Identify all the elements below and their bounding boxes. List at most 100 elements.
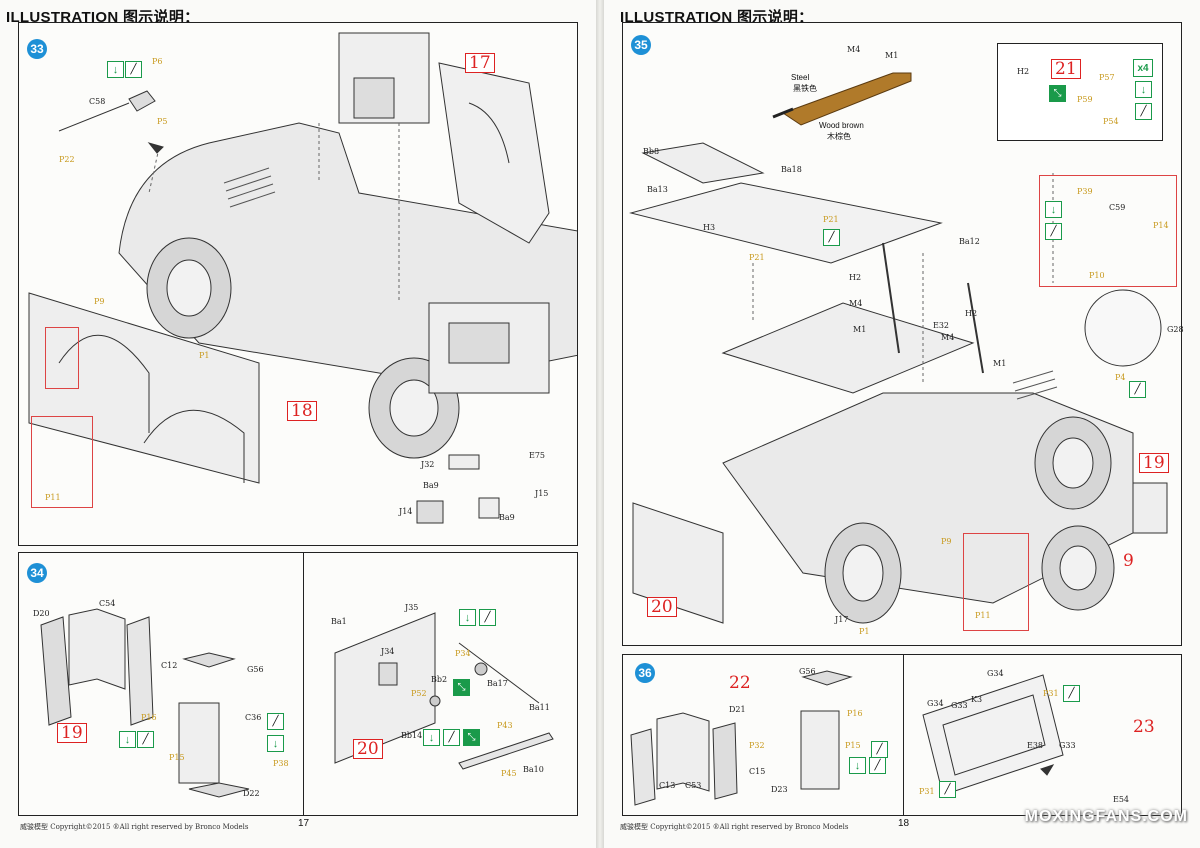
part-label: C15: [749, 767, 766, 776]
part-label: M4: [847, 45, 861, 54]
part-label: K3: [971, 695, 983, 704]
part-label: C36: [245, 713, 262, 722]
part-label: P11: [45, 493, 61, 502]
parts-assembly-drawing: [630, 670, 1064, 806]
paint-brush-icon: ╱: [137, 731, 154, 748]
part-label: M4: [941, 333, 955, 342]
remove-part-icon: ⤡: [463, 729, 480, 746]
glue-icon: ↓: [849, 757, 866, 774]
part-label: Bb2: [431, 675, 448, 684]
ref-number: 21: [1051, 59, 1081, 79]
step-number: 33: [27, 39, 47, 59]
part-label: G34: [927, 699, 944, 708]
part-label: P31: [1043, 689, 1059, 698]
paint-brush-icon: ╱: [869, 757, 886, 774]
part-label: P21: [823, 215, 839, 224]
part-label: P15: [169, 753, 185, 762]
panel-divider: [303, 553, 304, 815]
part-label: M1: [885, 51, 899, 60]
part-label: C12: [161, 661, 178, 670]
paint-brush-icon: ╱: [1063, 685, 1080, 702]
part-label: P54: [1103, 117, 1119, 126]
part-label: P16: [847, 709, 863, 718]
part-label: Ba12: [959, 237, 980, 246]
page-header: ILLUSTRATION 图示说明：: [6, 9, 200, 26]
part-label: C53: [685, 781, 702, 790]
remove-part-icon: ⤡: [453, 679, 470, 696]
part-label: Ba17: [487, 679, 508, 688]
part-label: G33: [951, 701, 968, 710]
glue-icon: ↓: [119, 731, 136, 748]
part-label: P38: [273, 759, 289, 768]
part-label: P9: [941, 537, 952, 546]
step-number: 34: [27, 563, 47, 583]
part-label: P22: [59, 155, 75, 164]
glue-icon: ↓: [107, 61, 124, 78]
left-page: ILLUSTRATION 图示说明： 33: [0, 0, 596, 848]
part-label: C58: [89, 97, 106, 106]
part-label: P31: [919, 787, 935, 796]
step-number: 36: [635, 663, 655, 683]
callout-box: [1039, 175, 1177, 287]
glue-icon: ↓: [423, 729, 440, 746]
right-page: ILLUSTRATION 图示说明： 35: [604, 0, 1200, 848]
part-label: P1: [859, 627, 870, 636]
part-label: P6: [152, 57, 163, 66]
part-label: E32: [933, 321, 950, 330]
part-label: C59: [1109, 203, 1126, 212]
callout-box: [45, 327, 79, 389]
step-36-panel: 36 22 23 G56 D21 P16 P32 P15 C15 D23 C13…: [622, 654, 1182, 816]
part-label: H2: [1017, 67, 1030, 76]
vehicle-assembly-drawing: [629, 72, 1168, 624]
page-number: 18: [898, 818, 910, 829]
part-label: M1: [993, 359, 1007, 368]
paint-brush-icon: ╱: [871, 741, 888, 758]
part-label: J17: [835, 615, 849, 624]
part-label: Ba1: [331, 617, 347, 626]
part-label: H3: [703, 223, 716, 232]
copyright-footer: 威骏模型 Copyright©2015 ®All right reserved …: [620, 823, 849, 831]
step-33-panel: 33: [18, 22, 578, 546]
callout-box: [31, 416, 93, 508]
part-label: P21: [749, 253, 765, 262]
part-label: D20: [33, 609, 50, 618]
ref-number: 17: [465, 53, 495, 73]
part-label: P43: [497, 721, 513, 730]
part-label: C54: [99, 599, 116, 608]
ref-number: 18: [287, 401, 317, 421]
part-label: M4: [849, 299, 863, 308]
step-34-panel: 34 19 20 D20 C54 C12 G56: [18, 552, 578, 816]
page-header: ILLUSTRATION 图示说明：: [620, 9, 814, 26]
part-label: Bb14: [401, 731, 423, 740]
paint-brush-icon: ╱: [267, 713, 284, 730]
part-label: P32: [749, 741, 765, 750]
part-label: J35: [405, 603, 419, 612]
paint-brush-icon: ╱: [1129, 381, 1146, 398]
paint-steel-label: Steel: [791, 73, 810, 82]
part-label: P5: [157, 117, 168, 126]
part-label: J14: [399, 507, 413, 516]
paint-wood-cn: 木棕色: [827, 132, 851, 141]
part-label: P59: [1077, 95, 1093, 104]
part-label: P10: [1089, 271, 1105, 280]
part-label: P34: [455, 649, 471, 658]
page-number: 17: [298, 818, 310, 829]
part-label: J15: [535, 489, 549, 498]
part-label: Ba11: [529, 703, 550, 712]
step-number: 35: [631, 35, 651, 55]
quantity-badge: x4: [1133, 59, 1153, 77]
ref-number: 20: [353, 739, 383, 759]
part-label: D21: [729, 705, 746, 714]
ref-number: 9: [1123, 551, 1134, 571]
ref-number: 23: [1133, 717, 1155, 737]
part-label: C13: [659, 781, 676, 790]
part-label: G56: [247, 665, 264, 674]
part-label: Ba9: [499, 513, 515, 522]
glue-icon: ↓: [459, 609, 476, 626]
part-label: J34: [381, 647, 395, 656]
part-label: P16: [141, 713, 157, 722]
ref-number: 22: [729, 673, 751, 693]
part-label: E75: [529, 451, 546, 460]
part-label: E54: [1113, 795, 1130, 804]
part-label: P9: [94, 297, 105, 306]
